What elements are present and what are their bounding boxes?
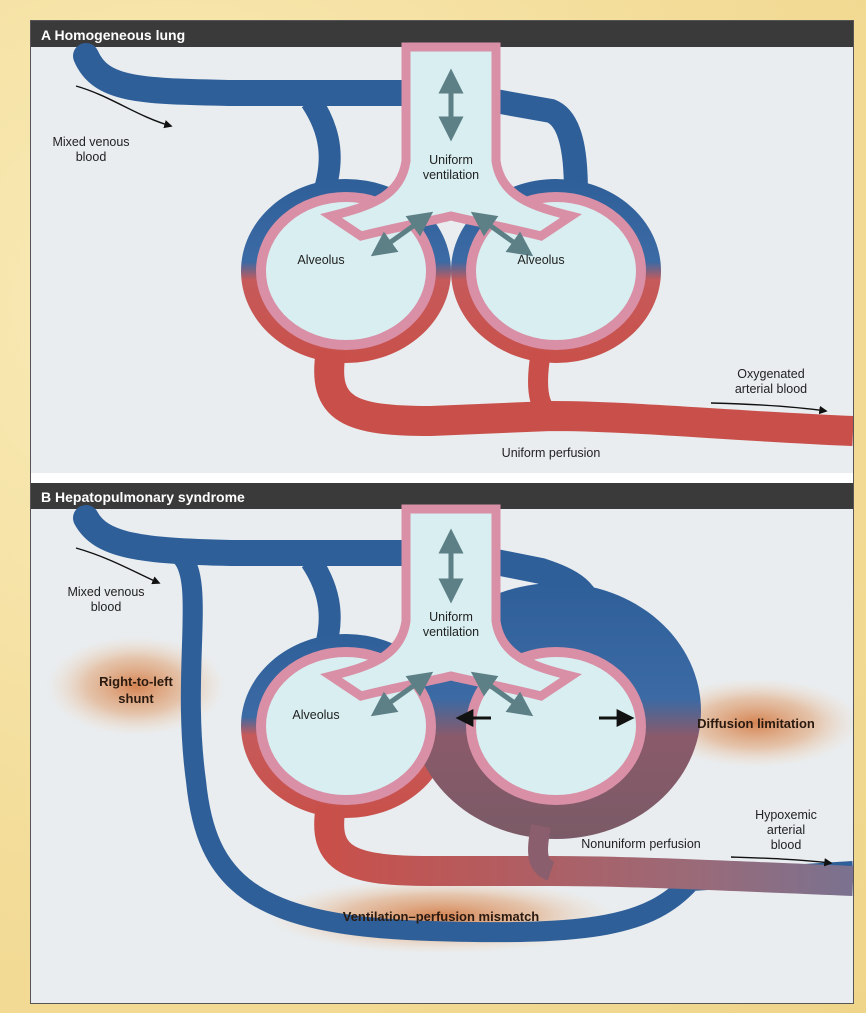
- mixed-venous-label-a-2: blood: [76, 150, 107, 164]
- uniform-ventilation-label-b-1: Uniform: [429, 610, 473, 624]
- mixed-venous-label-b-1: Mixed venous: [67, 585, 144, 599]
- oxygenated-label-1: Oxygenated: [737, 367, 804, 381]
- vq-mismatch-label: Ventilation–perfusion mismatch: [343, 909, 540, 924]
- mixed-venous-label-b-2: blood: [91, 600, 122, 614]
- mixed-venous-label-a-1: Mixed venous: [52, 135, 129, 149]
- uniform-ventilation-label-a-1: Uniform: [429, 153, 473, 167]
- hypoxemic-label-3: blood: [771, 838, 802, 852]
- figure-frame: A Homogeneous lung Mixed venous blood Un…: [30, 20, 854, 1004]
- diffusion-limitation-label: Diffusion limitation: [697, 716, 815, 731]
- panel-a: A Homogeneous lung Mixed venous blood Un…: [31, 21, 853, 473]
- shunt-label-1: Right-to-left: [99, 674, 173, 689]
- nonuniform-perfusion-label: Nonuniform perfusion: [581, 837, 701, 851]
- panel-a-header: A Homogeneous lung: [41, 27, 185, 43]
- panel-b-header: B Hepatopulmonary syndrome: [41, 489, 245, 505]
- alveolus-left-label-a: Alveolus: [297, 253, 344, 267]
- panel-b: B Hepatopulmonary syndrome Mixed ve: [31, 483, 853, 1003]
- alveolus-right-label-a: Alveolus: [517, 253, 564, 267]
- hypoxemic-label-2: arterial: [767, 823, 805, 837]
- oxygenated-label-2: arterial blood: [735, 382, 807, 396]
- shunt-label-2: shunt: [118, 691, 154, 706]
- uniform-perfusion-label: Uniform perfusion: [502, 446, 601, 460]
- hypoxemic-label-1: Hypoxemic: [755, 808, 817, 822]
- uniform-ventilation-label-b-2: ventilation: [423, 625, 479, 639]
- figure-svg: A Homogeneous lung Mixed venous blood Un…: [31, 21, 853, 1003]
- alveolus-label-b: Alveolus: [292, 708, 339, 722]
- uniform-ventilation-label-a-2: ventilation: [423, 168, 479, 182]
